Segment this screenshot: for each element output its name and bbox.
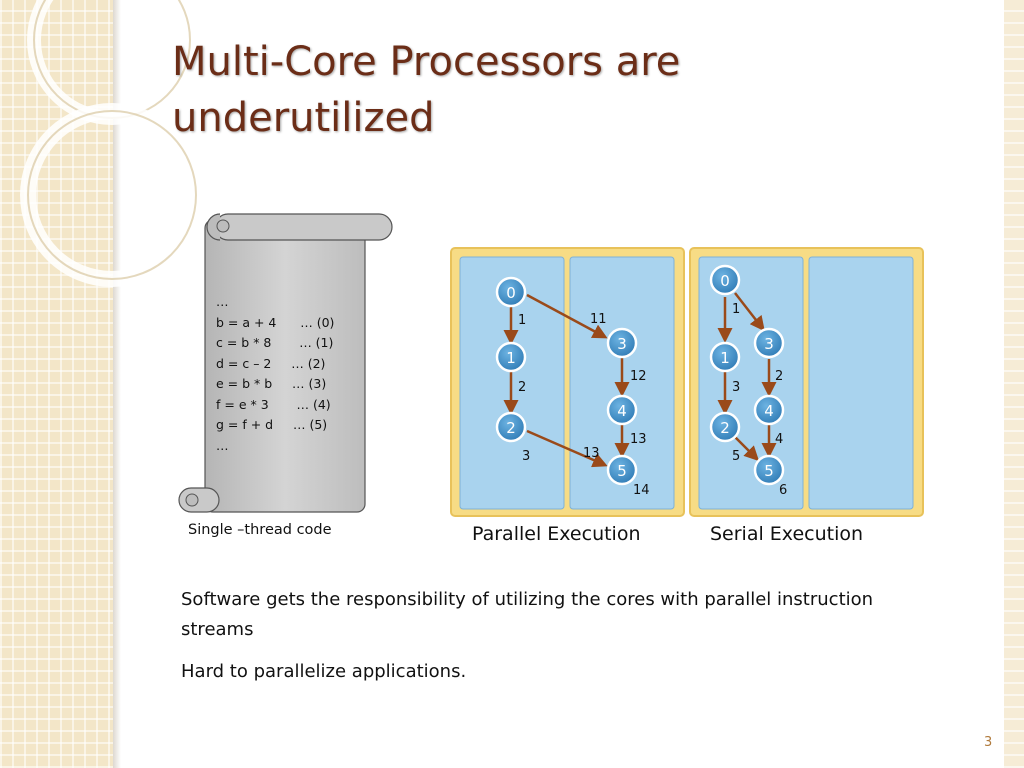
edge-label: 6 xyxy=(779,483,787,498)
code-caption: Single –thread code xyxy=(188,522,332,538)
node-label: 5 xyxy=(617,462,627,480)
parallel-execution-diagram: 0 1 2 3 4 5 1 2 3 11 12 13 13 14 xyxy=(450,247,685,517)
serial-execution-diagram: 0 1 2 3 4 5 1 3 5 2 4 6 xyxy=(689,247,924,517)
code-line: d = c – 2 … (2) xyxy=(216,354,334,375)
edge-label: 2 xyxy=(518,380,526,395)
code-listing: … b = a + 4 … (0) c = b * 8 … (1) d = c … xyxy=(216,292,334,456)
edge-label: 12 xyxy=(630,369,647,384)
edge-label: 13 xyxy=(583,446,600,461)
graph-node: 5 xyxy=(755,456,783,484)
bullet-text: Hard to parallelize applications. xyxy=(181,657,901,687)
node-label: 5 xyxy=(764,462,774,480)
right-decorative-strip xyxy=(1004,0,1024,768)
node-label: 0 xyxy=(506,284,516,302)
code-line: b = a + 4 … (0) xyxy=(216,313,334,334)
graph-node: 4 xyxy=(755,396,783,424)
node-label: 3 xyxy=(764,335,774,353)
code-line: g = f + d … (5) xyxy=(216,415,334,436)
graph-node: 2 xyxy=(497,413,525,441)
node-label: 1 xyxy=(506,349,516,367)
edge-label: 3 xyxy=(522,449,530,464)
graph-node: 5 xyxy=(608,456,636,484)
edge-label: 5 xyxy=(732,449,740,464)
graph-node: 0 xyxy=(497,278,525,306)
graph-node: 3 xyxy=(755,329,783,357)
node-label: 4 xyxy=(617,402,627,420)
graph-node: 4 xyxy=(608,396,636,424)
graph-node: 1 xyxy=(711,343,739,371)
edge-label: 2 xyxy=(775,369,783,384)
slide-title: Multi-Core Processors are underutilized xyxy=(172,34,932,146)
code-line: c = b * 8 … (1) xyxy=(216,333,334,354)
code-line: … xyxy=(216,292,334,313)
graph-node: 2 xyxy=(711,413,739,441)
parallel-caption: Parallel Execution xyxy=(472,523,641,545)
graph-node: 3 xyxy=(608,329,636,357)
node-label: 2 xyxy=(506,419,516,437)
node-label: 3 xyxy=(617,335,627,353)
bullet-text: Software gets the responsibility of util… xyxy=(181,585,901,645)
edge-label: 3 xyxy=(732,380,740,395)
edge-label: 11 xyxy=(590,312,607,327)
code-line: e = b * b … (3) xyxy=(216,374,334,395)
edge-label: 14 xyxy=(633,483,650,498)
edge-label: 4 xyxy=(775,432,783,447)
decorative-circles xyxy=(0,0,200,300)
node-label: 0 xyxy=(720,272,730,290)
serial-caption: Serial Execution xyxy=(710,523,863,545)
graph-node: 1 xyxy=(497,343,525,371)
edge-label: 1 xyxy=(518,313,526,328)
edge-label: 1 xyxy=(732,302,740,317)
code-line: … xyxy=(216,436,334,457)
node-label: 4 xyxy=(764,402,774,420)
code-line: f = e * 3 … (4) xyxy=(216,395,334,416)
edge-label: 13 xyxy=(630,432,647,447)
graph-node: 0 xyxy=(711,266,739,294)
node-label: 2 xyxy=(720,419,730,437)
slide-number: 3 xyxy=(984,735,992,750)
node-label: 1 xyxy=(720,349,730,367)
